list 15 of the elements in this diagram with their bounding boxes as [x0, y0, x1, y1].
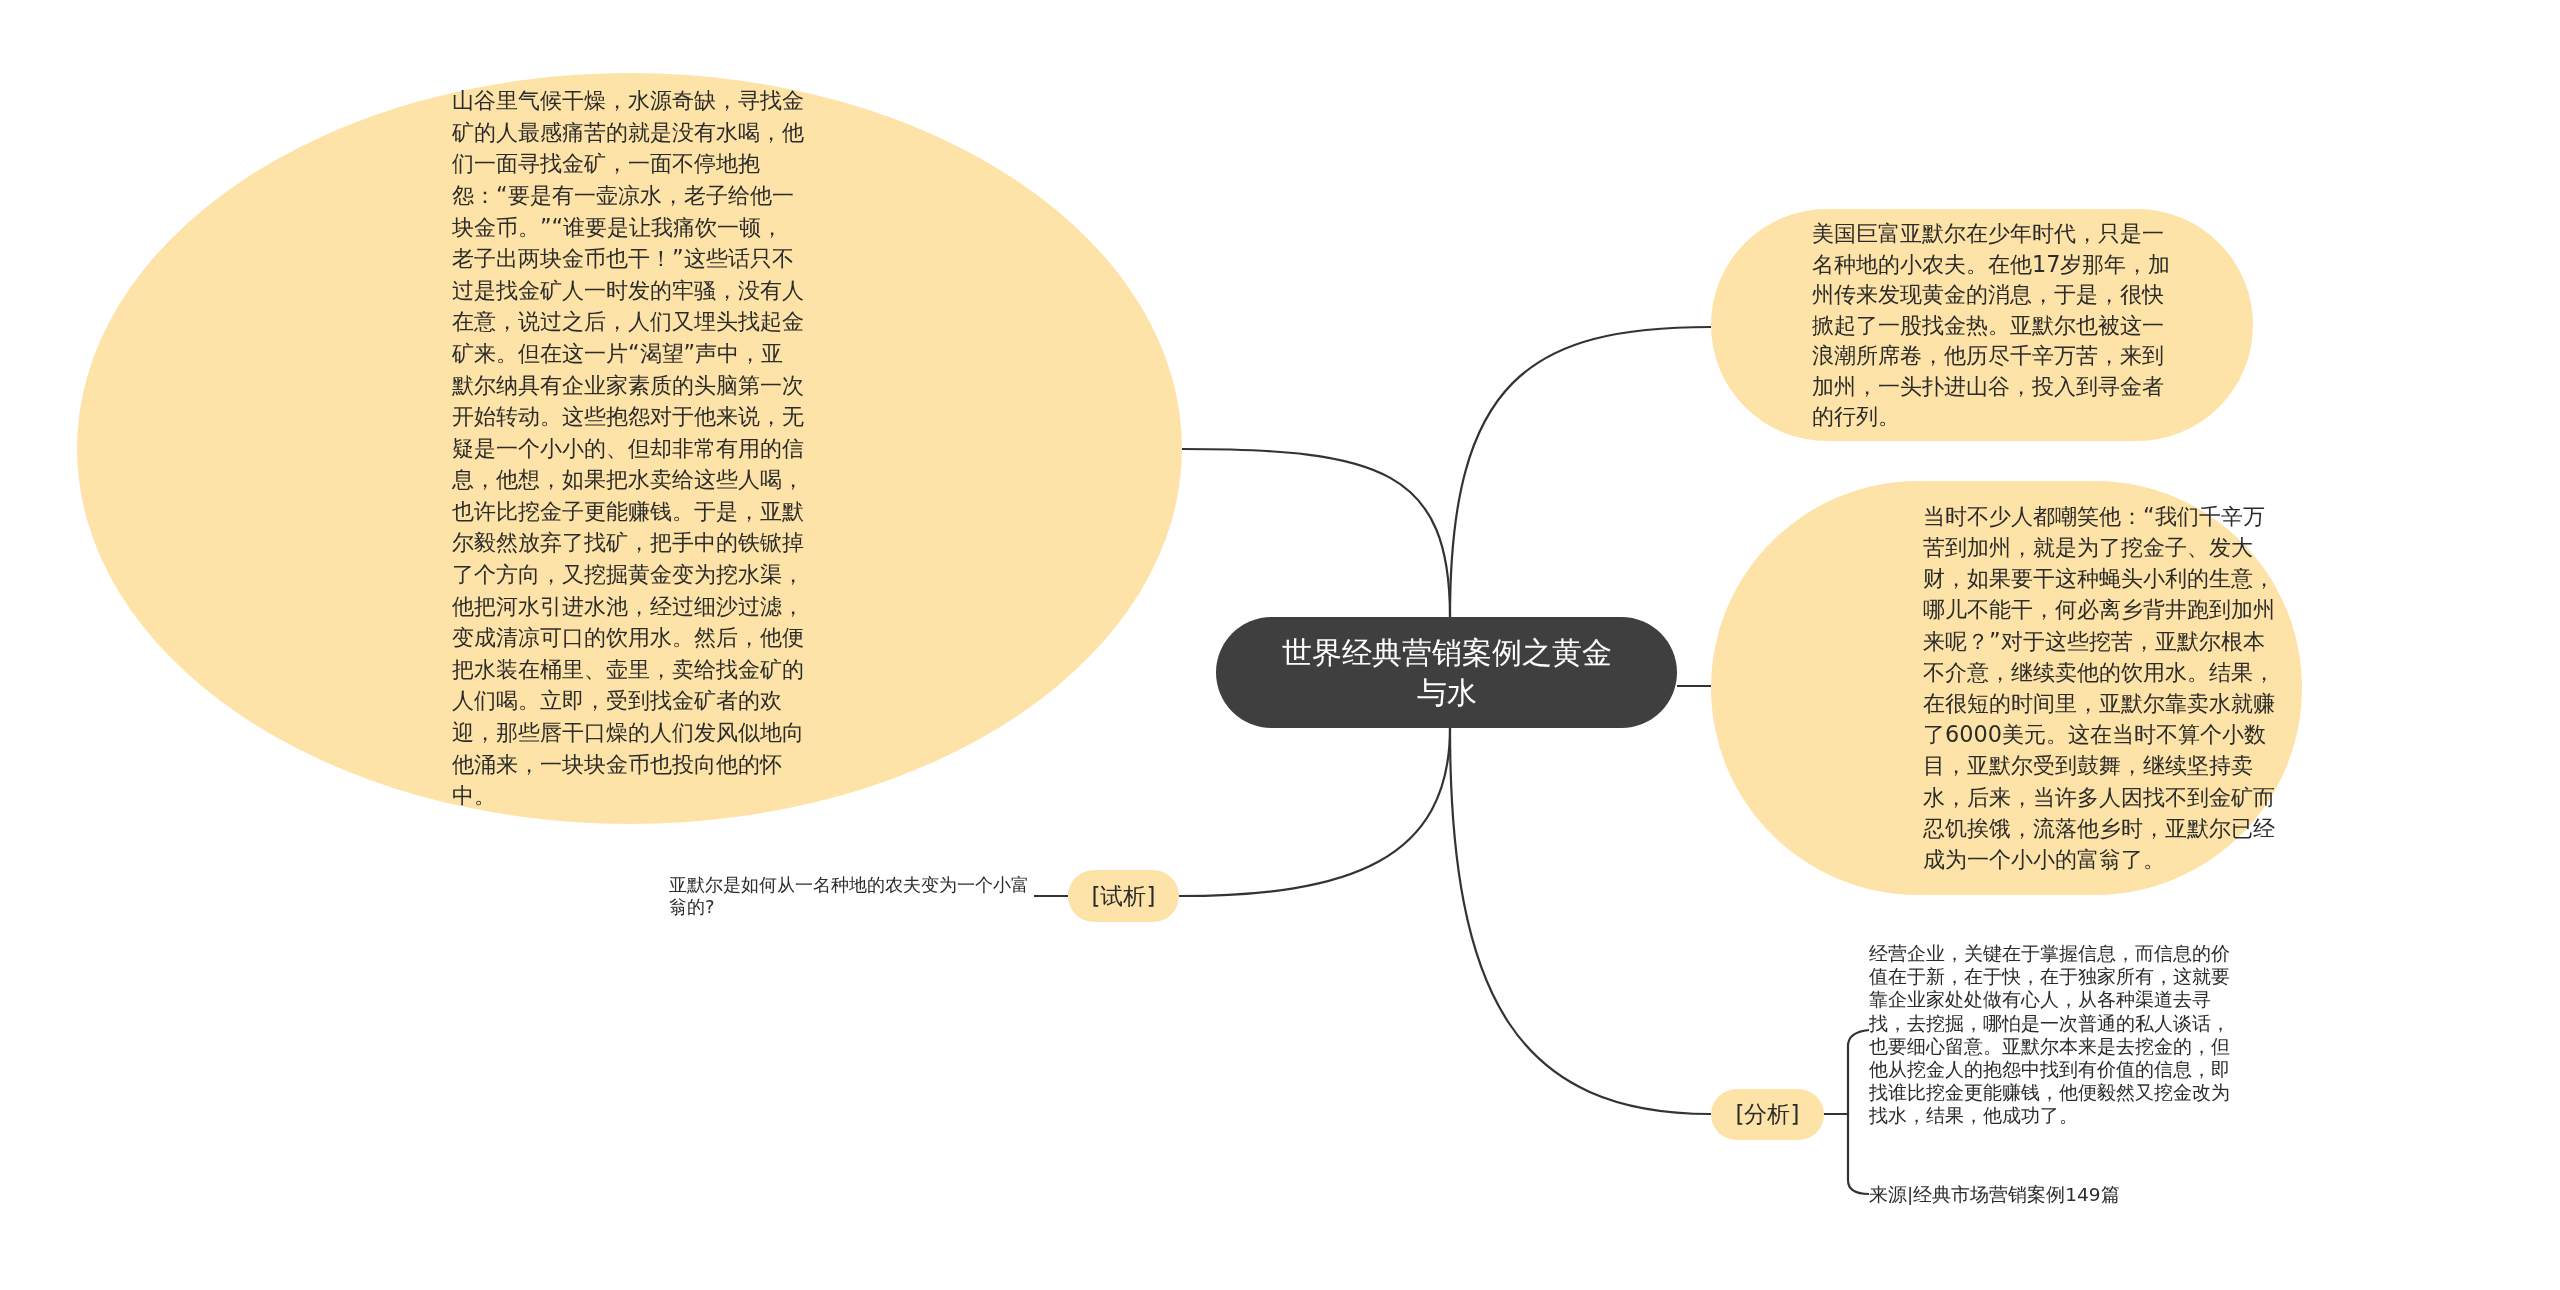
- connector-line: [1448, 325, 1712, 618]
- connector-line: [1034, 894, 1068, 898]
- topic-text: 山谷里气候干燥，水源奇缺，寻找金矿的人最感痛苦的就是没有水喝，他们一面寻找金矿，一面不停地抱怨：“要是有一壶凉水，老子给他一块金币。”“谁要是让我痛饮一顿，老子出两块金币也干！”这些话只不过是找金矿人一时发的牢骚，没有人在意，说过之后，人们又埋头找起金矿来。但在这一片“渴望”声中，亚默尔纳具有企业家素质的头脑第一次开始转动。这些抱怨对于他来说，无疑是一个小小的、但却非常有用的信息，他想，如果把水卖给这些人喝，也许比挖金子更能赚钱。于是，亚默尔毅然放弃了找矿，把手中的铁锨掉了个方向，又挖掘黄金变为挖水渠，他把河水引进水池，经过细沙过滤，变成清凉可口的饮用水。然后，他便把水装在桶里、壶里，卖给找金矿的人们喝。立即，受到找金矿者的欢迎，那些唇干口燥的人们发风似地向他涌来，一块块金币也投向他的怀中。: [452, 86, 804, 811]
- tag-label: [分析]: [1735, 1100, 1800, 1129]
- topic-title: 世界经典营销案例之黄金与水: [1280, 633, 1613, 712]
- note-text: 经营企业，关键在于掌握信息，而信息的价值在于新，在于快，在于独家所有，这就要靠企业家处处做有心人，从各种渠道去寻找，去挖掘，哪怕是一次普通的私人谈话，也要细心留意。亚默尔本来是去挖金的，但他从挖金人的抱怨中找到有价值的信息，即找谁比挖金更能赚钱，他便毅然又挖金改为找水，结果，他成功了。: [1869, 942, 2237, 1128]
- topic-text: 当时不少人都嘲笑他：“我们千辛万苦到加州，就是为了挖金子、发大财，如果要干这种蝇头小利的生意，哪儿不能干，何必离乡背井跑到加州来呢？”对于这些挖苦，亚默尔根本不介意，继续卖他的饮用水。结果，在很短的时间里，亚默尔靠卖水就赚了6000美元。这在当时不算个小数目，亚默尔受到鼓舞，继续坚持卖水，后来，当许多人因找不到金矿而忍饥挨饿，流落他乡时，亚默尔已经成为一个小小的富翁了。: [1923, 501, 2276, 874]
- connector-line: [1677, 684, 1711, 688]
- tag-bubble: [1711, 1089, 1824, 1140]
- connector-line: [1448, 727, 1712, 1116]
- note-text: 亚默尔是如何从一名种地的农夫变为一个小富翁的?: [669, 874, 1034, 918]
- topic-text: 美国巨富亚默尔在少年时代，只是一名种地的小农夫。在他17岁那年，加州传来发现黄金的消息，于是，很快掀起了一股找金热。亚默尔也被这一浪潮所席卷，他历尽千辛万苦，来到加州，一头扑进山谷，投入到寻金者的行列。: [1812, 219, 2172, 432]
- tag-bubble: [1068, 870, 1179, 922]
- tag-label: [试析]: [1091, 881, 1156, 911]
- note-text: 来源|经典市场营销案例149篇: [1869, 1183, 2237, 1207]
